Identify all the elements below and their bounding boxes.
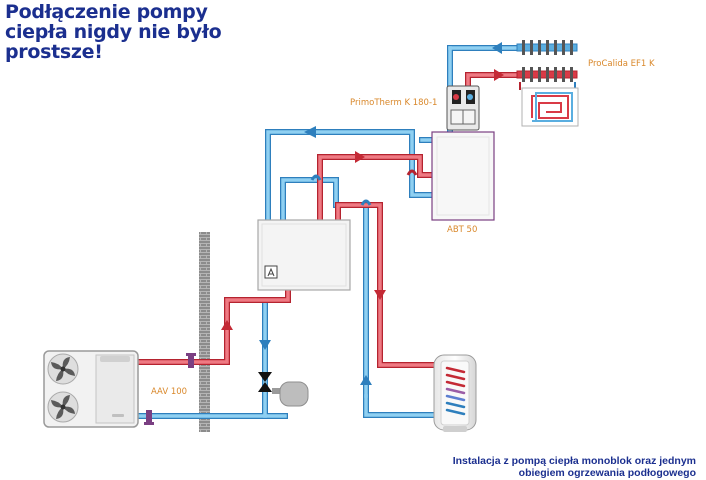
valve-icon: [144, 410, 154, 425]
fan-icon: [47, 391, 79, 423]
headline-line-1: Podłączenie pompy: [5, 1, 208, 23]
controller-box: [257, 219, 351, 291]
floor-heating-loop: [521, 87, 579, 127]
abt-label: ABT 50: [447, 225, 478, 235]
abt-buffer-tank: [431, 131, 495, 221]
expansion-vessel: [272, 381, 309, 407]
heat-pump-unit: [43, 350, 139, 428]
flow-arrows: [221, 42, 504, 385]
primotherm-label: PrimoTherm K 180-1: [350, 98, 438, 108]
return-pipes: [134, 45, 523, 419]
headline: Podłączenie pompy ciepła nigdy nie było …: [5, 2, 305, 62]
wall: [199, 232, 210, 432]
hot-water-cylinder: [433, 354, 477, 432]
boiler-symbol-icon: [264, 265, 278, 279]
diagram-caption: Instalacja z pompą ciepła monoblok oraz …: [366, 455, 696, 479]
floor-heating-manifold: [516, 40, 578, 90]
procalida-label: ProCalida EF1 K: [588, 59, 655, 69]
caption-line-2: obiegiem ogrzewania podłogowego: [518, 467, 696, 479]
safety-valve-icon: [258, 372, 272, 392]
pipe-crossings: [310, 169, 418, 206]
fan-icon: [47, 353, 79, 385]
primotherm-group: [446, 85, 480, 131]
heat-pump-label: AAV 100: [151, 387, 188, 397]
valve-icon: [186, 353, 196, 368]
headline-line-2: ciepła nigdy nie było: [5, 21, 222, 43]
caption-line-1: Instalacja z pompą ciepła monoblok oraz …: [452, 455, 696, 467]
headline-line-3: prostsze!: [5, 41, 103, 63]
